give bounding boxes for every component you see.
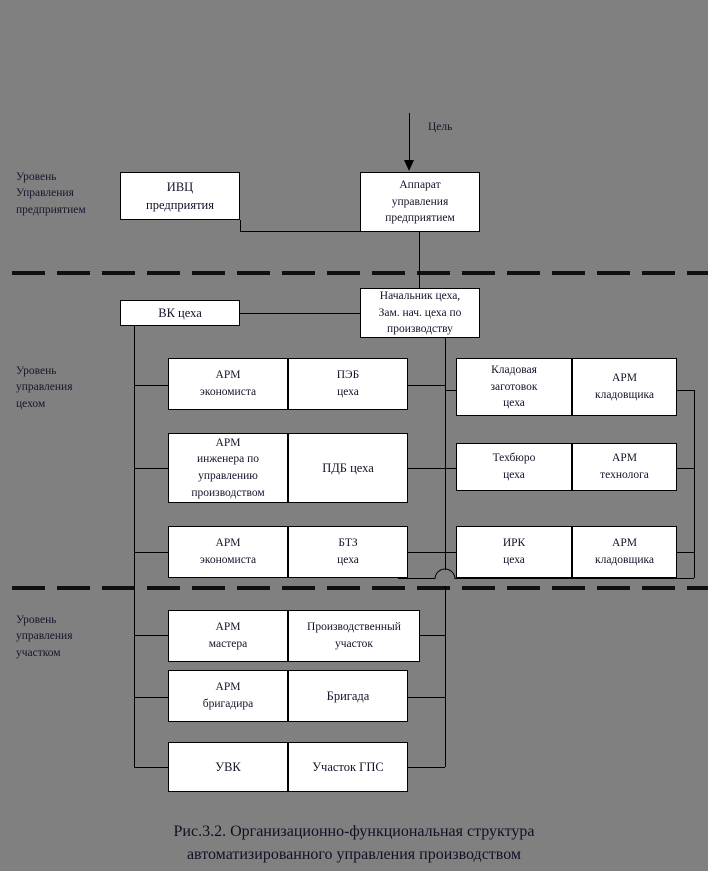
box-enterprise-management-apparatus[interactable]: Аппарат управления предприятием (360, 172, 480, 232)
box-arm-technologist[interactable]: АРМ технолога (572, 443, 677, 491)
box-btz-shop[interactable]: БТЗ цеха (288, 526, 408, 578)
box-arm-production-engineer[interactable]: АРМ инженера по управлению производством (168, 433, 288, 503)
box-arm-storekeeper-1[interactable]: АРМ кладовщика (572, 358, 677, 416)
connector-bus-left-to-section-row2 (134, 697, 168, 698)
box-techbureau-shop[interactable]: Техбюро цеха (456, 443, 572, 491)
connector-bus-left-to-row1 (134, 385, 168, 386)
connector-section-row3-to-center-bus (408, 767, 445, 768)
connector-row3-to-center-bus (408, 552, 445, 553)
connector-vk-to-shop-head (240, 313, 360, 314)
box-blank-stockroom[interactable]: Кладовая заготовок цеха (456, 358, 572, 416)
connector-ivc-down (240, 220, 241, 232)
connector-bus-left-to-section-row3 (134, 767, 168, 768)
connector-bus-left-to-section-row1 (134, 635, 168, 636)
separator-shop-section (12, 586, 708, 590)
level-label-section: Уровень управления участком (16, 614, 73, 659)
box-peb-shop[interactable]: ПЭБ цеха (288, 358, 408, 410)
level-label-enterprise: Уровень Управления предприятием (16, 171, 86, 216)
goal-arrow-head (404, 160, 414, 171)
bus-center-vertical-section (445, 586, 446, 767)
separator-enterprise-shop (12, 271, 708, 275)
connector-section-row2-to-center-bus (408, 697, 445, 698)
connector-right-row2-to-right-bus (677, 468, 694, 469)
connector-right-row3-to-right-bus (677, 552, 694, 553)
level-label-shop: Уровень управления цехом (16, 365, 73, 410)
connector-bus-left-to-row3 (134, 552, 168, 553)
bus-center-vertical-shop (445, 338, 446, 570)
box-pdb-shop[interactable]: ПДБ цеха (288, 433, 408, 503)
box-arm-storekeeper-2[interactable]: АРМ кладовщика (572, 526, 677, 578)
figure-caption: Рис.3.2. Организационно-функциональная с… (173, 823, 535, 864)
connector-right-bus-to-hop (455, 578, 694, 579)
box-irk-shop[interactable]: ИРК цеха (456, 526, 572, 578)
box-production-section[interactable]: Производственный участок (288, 610, 420, 662)
connector-center-bus-to-right-row2 (445, 468, 456, 469)
box-vk-shop[interactable]: ВК цеха (120, 300, 240, 326)
connector-ivc-to-apparatus (240, 231, 360, 232)
box-arm-brigadier[interactable]: АРМ бригадира (168, 670, 288, 722)
line-hop-crossing (434, 568, 456, 580)
connector-bus-left-to-row2 (134, 468, 168, 469)
connector-row2-to-center-bus (408, 468, 445, 469)
goal-arrow-label: Цель (428, 121, 453, 133)
box-arm-economist-2[interactable]: АРМ экономиста (168, 526, 288, 578)
connector-center-bus-to-right-row3 (445, 552, 456, 553)
box-arm-economist-1[interactable]: АРМ экономиста (168, 358, 288, 410)
box-ivc-enterprise[interactable]: ИВЦ предприятия (120, 172, 240, 220)
connector-apparatus-to-shop-head (419, 232, 420, 288)
bus-left-vertical (134, 326, 135, 767)
connector-right-row1-to-right-bus (677, 390, 694, 391)
connector-section-row1-to-center-bus (420, 635, 445, 636)
goal-arrow-shaft (409, 113, 410, 161)
box-uvk[interactable]: УВК (168, 742, 288, 792)
bus-right-vertical (694, 390, 695, 578)
box-arm-foreman[interactable]: АРМ мастера (168, 610, 288, 662)
box-gps-section[interactable]: Участок ГПС (288, 742, 408, 792)
box-shop-head[interactable]: Начальник цеха, Зам. нач. цеха по произв… (360, 288, 480, 338)
connector-hop-to-left (398, 578, 435, 579)
connector-center-bus-to-right-row1 (445, 390, 456, 391)
box-brigade[interactable]: Бригада (288, 670, 408, 722)
connector-row1-to-center-bus (408, 385, 445, 386)
